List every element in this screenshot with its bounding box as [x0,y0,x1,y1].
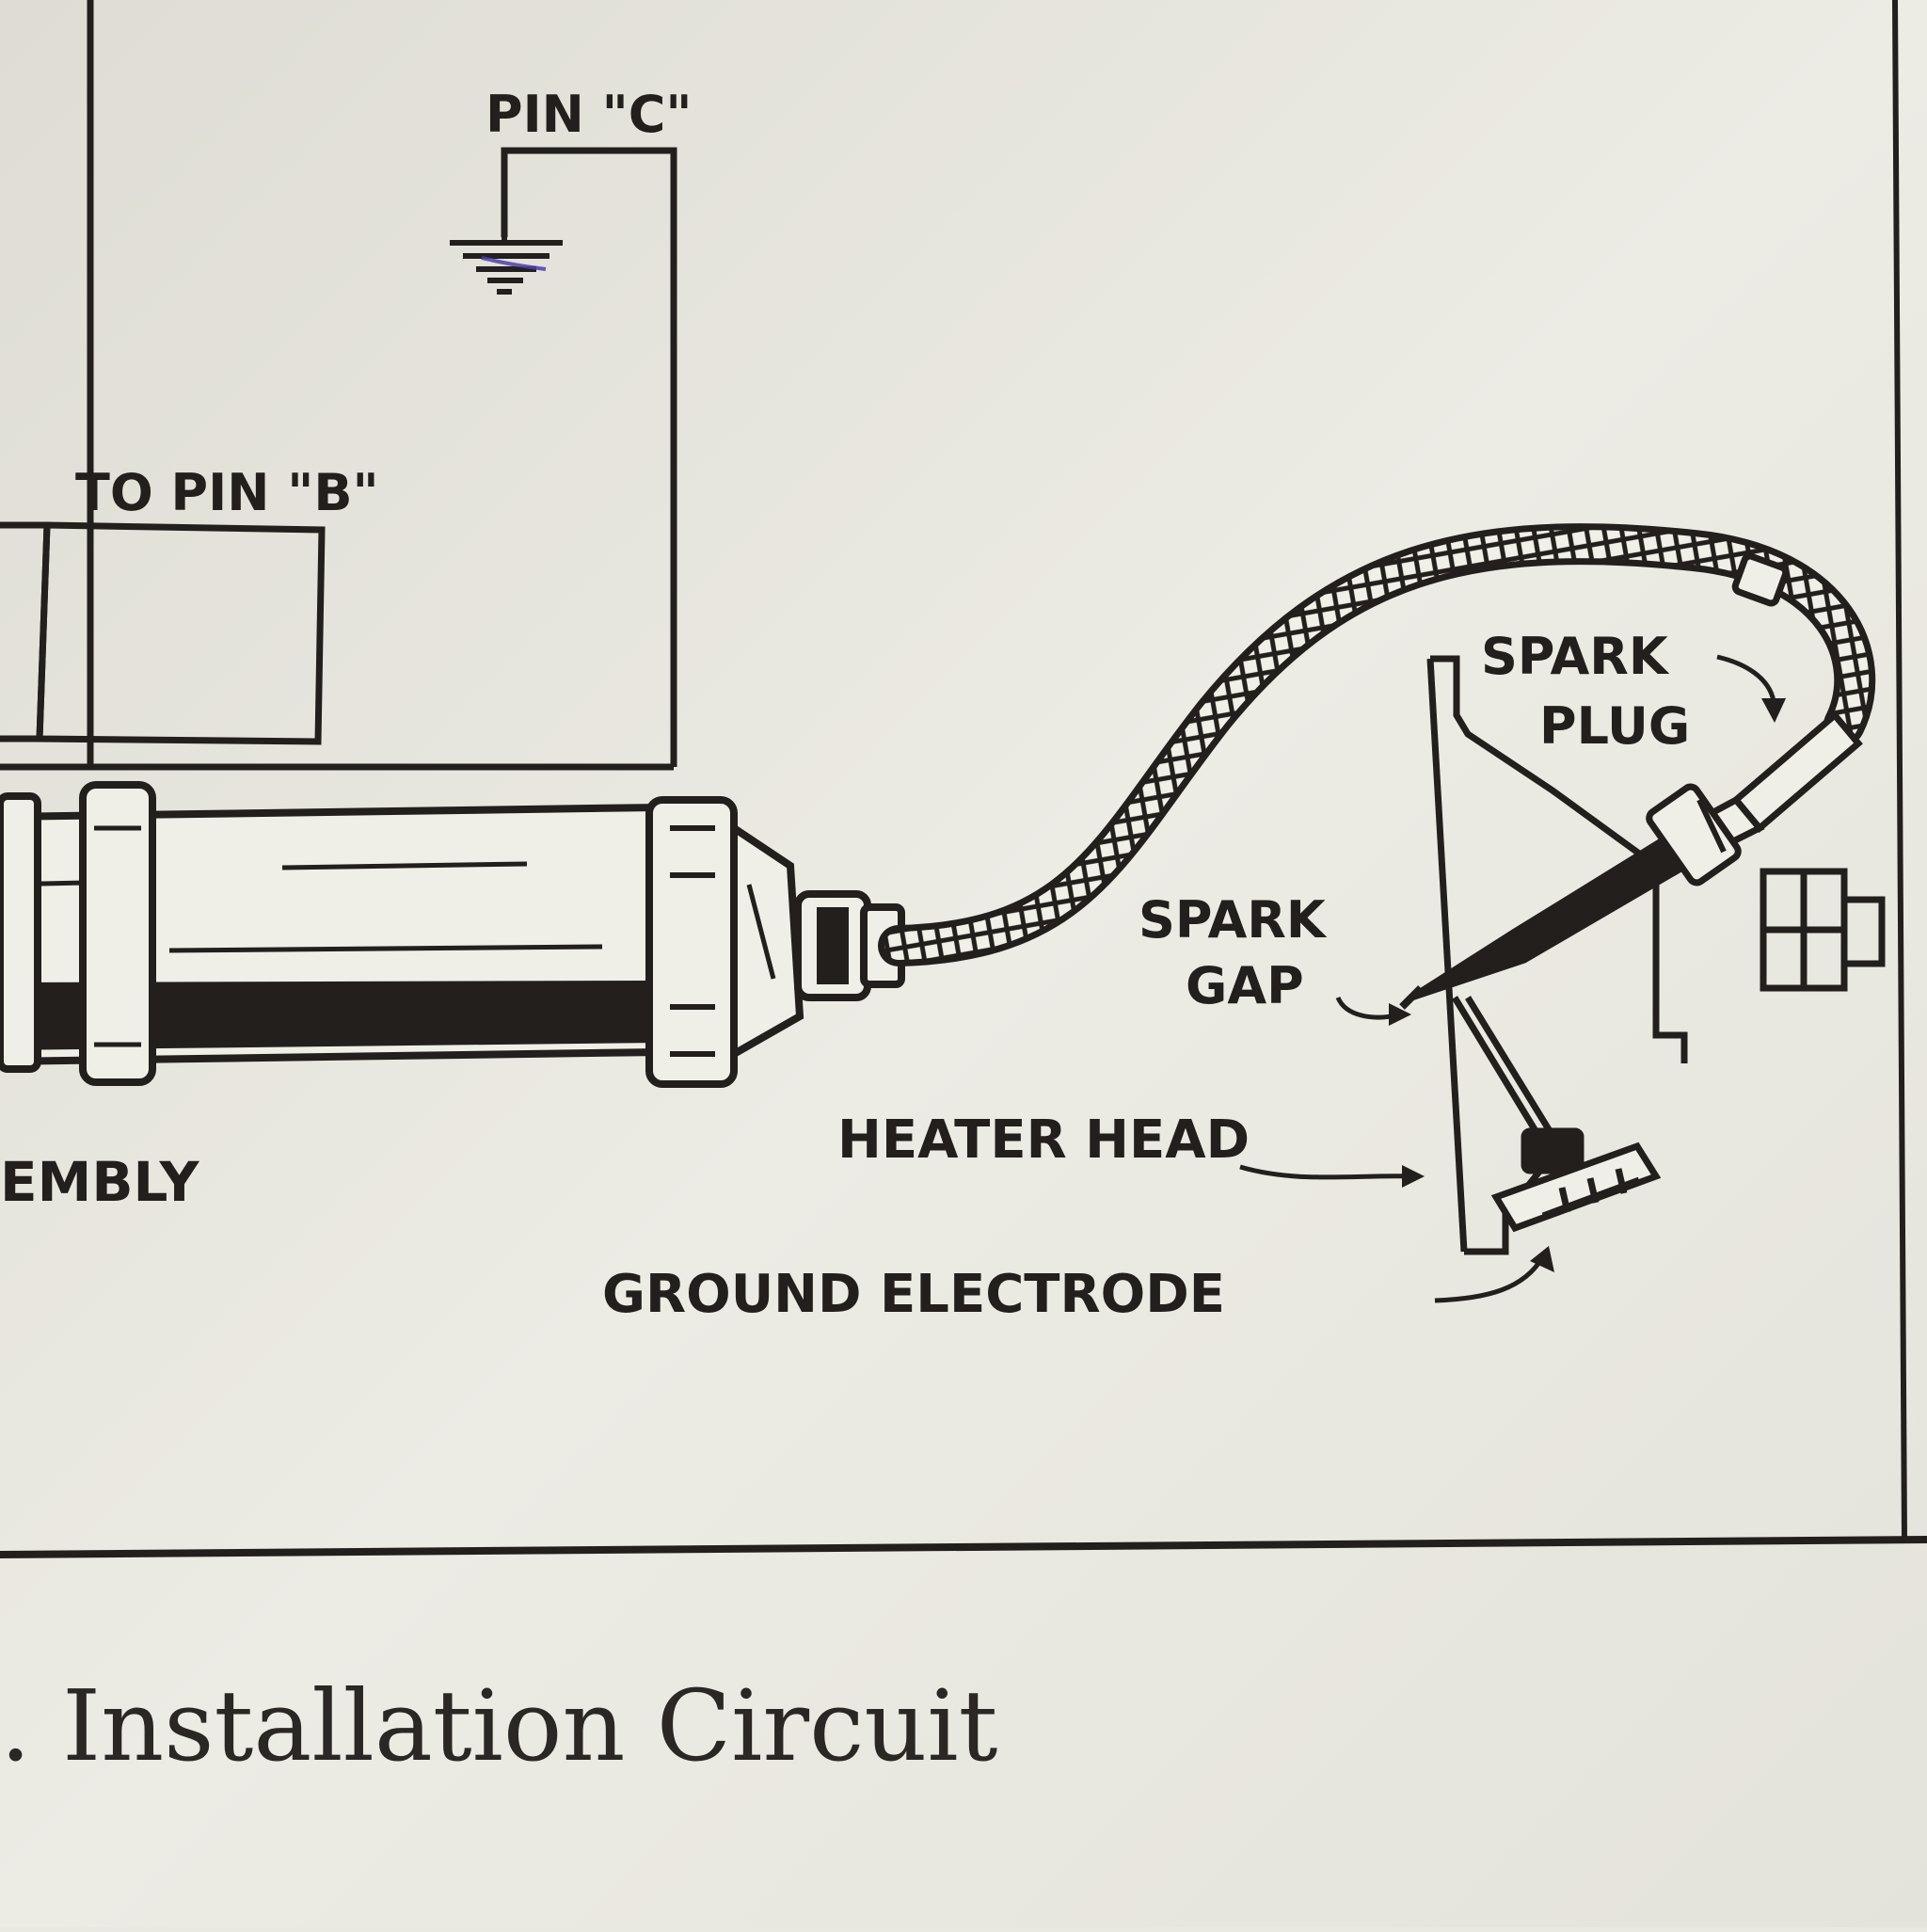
spark-plug-label-line1: SPARK [1481,627,1670,686]
spark-plug [1399,711,1863,1010]
pin-b-box [36,521,326,745]
spark-gap-label-line1: SPARK [1139,890,1328,950]
frame-lines [0,0,1927,1558]
ground-electrode-leader [1434,1254,1546,1303]
lead-ferrule [1731,552,1790,607]
heater-head-label: HEATER HEAD [837,1110,1250,1171]
figure-caption: . Installation Circuit [0,1669,997,1783]
ignition-lead-braid [884,530,1870,960]
arrowheads [1389,698,1786,1272]
assembly-label: EMBLY [0,1150,199,1214]
wiring [0,147,677,771]
to-pin-b-label: TO PIN "B" [75,463,379,522]
ground-electrode-label: GROUND ELECTRODE [602,1264,1225,1325]
exciter-assembly [0,781,905,1088]
heater-head-leader [1239,1164,1414,1180]
pin-c-wire [501,147,677,767]
spark-plug-leader [1716,654,1776,702]
figure-bottom-border [0,1536,1927,1558]
ground-symbol-icon [450,237,563,295]
spark-plug-label-line2: PLUG [1539,696,1690,756]
spark-gap-label-line2: GAP [1186,956,1304,1015]
pin-c-label: PIN "C" [486,85,693,144]
leader-lines [1239,654,1776,1303]
ground-pen-mark [481,256,547,271]
ground-electrode [1452,996,1662,1233]
